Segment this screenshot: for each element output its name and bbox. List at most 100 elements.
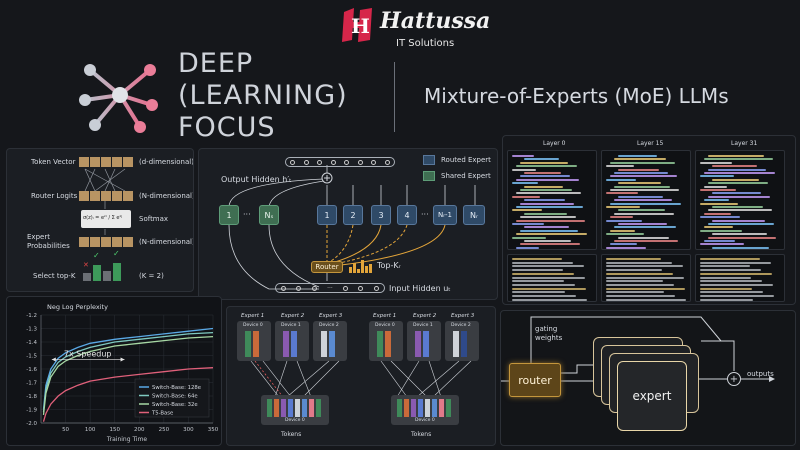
check-icon: ✓ (93, 251, 100, 260)
code-line (614, 185, 670, 188)
topk-histogram (349, 259, 373, 273)
code-line (700, 243, 744, 246)
chart-y-tick-label: -1.4 (26, 340, 37, 346)
check-icon: ✓ (113, 249, 120, 258)
code-line (614, 158, 666, 161)
layer-15-label: Layer 15 (637, 140, 664, 147)
code-line (512, 261, 573, 264)
code-line (704, 226, 733, 229)
topk-label: Top-Kᵣ (377, 261, 401, 270)
deep-learning-logo (70, 55, 165, 135)
right-tokens-label: Tokens (411, 431, 432, 438)
token-dim-label: (d-dimensional) (139, 158, 194, 166)
headline: Mixture-of-Experts (MoE) LLMs (424, 84, 729, 108)
code-line (516, 165, 577, 168)
gating-label-1: gating (535, 325, 558, 333)
left-expert-2-label: Expert 2 (281, 313, 305, 319)
code-line (704, 199, 729, 202)
sum-node: + (727, 372, 741, 386)
router-logits-label: Router Logits (31, 192, 78, 200)
chart-series-line (42, 335, 214, 415)
title-learning: (LEARNING) (178, 80, 348, 111)
token-vector-label: Token Vector (31, 158, 76, 166)
code-line (610, 202, 681, 205)
routed-expert-dots: ··· (421, 210, 429, 219)
router-block: router (509, 363, 561, 397)
select-topk-label: Select top-K (33, 272, 76, 280)
code-line (708, 195, 770, 198)
code-line (708, 155, 764, 157)
shared-expert-dots: ··· (243, 210, 251, 219)
expert-block: expert (617, 361, 687, 431)
code-line (524, 240, 571, 242)
router-connections (84, 168, 126, 235)
code-line (700, 175, 734, 178)
k-value-label: (K = 2) (139, 272, 164, 280)
routed-expert-2: 2 (343, 205, 363, 225)
flow-panel: inputs router gating weights expert + ou… (500, 310, 796, 446)
code-line (704, 172, 775, 174)
routed-expert-n: Nᵣ (463, 205, 485, 225)
code-line (700, 272, 772, 275)
code-line (618, 236, 669, 239)
code-line (512, 182, 538, 185)
chart-series-line (42, 331, 214, 413)
chart-x-axis-label: Training Time (106, 436, 148, 443)
chart-x-tick-label: 100 (85, 427, 96, 433)
left-device-2: Device 2 (313, 321, 347, 361)
code-line (618, 168, 659, 171)
code-line (524, 158, 559, 161)
chart-y-tick-label: -1.6 (26, 367, 37, 373)
code-line (606, 246, 646, 249)
code-line (618, 223, 667, 225)
speedup-arrow-head-left (51, 357, 56, 362)
code-line (512, 265, 584, 268)
code-output-column (695, 254, 785, 302)
code-line (516, 178, 579, 181)
code-line (606, 261, 672, 264)
code-line (512, 236, 546, 239)
code-line (606, 291, 664, 294)
code-line (606, 280, 663, 283)
code-line (700, 216, 740, 219)
code-line (700, 258, 760, 260)
perplexity-chart: Neg Log Perplexity-1.2-1.3-1.4-1.5-1.6-1… (26, 303, 218, 443)
code-column (695, 150, 785, 250)
code-line (524, 172, 561, 174)
code-line (712, 178, 759, 181)
code-line (712, 246, 769, 249)
code-line (606, 269, 662, 272)
title-deep: DEEP (178, 48, 254, 79)
code-line (512, 223, 544, 225)
code-line (700, 283, 773, 286)
speedup-arrow-head-right (120, 357, 125, 362)
code-line (614, 240, 678, 242)
chart-x-tick-label: 250 (159, 427, 170, 433)
devices-panel: Expert 1 Expert 2 Expert 3 Device 0 Devi… (226, 306, 496, 446)
right-token-device: Device 0 (391, 395, 459, 425)
softmax-formula-box: σ(z)ᵢ = eᶻⁱ / Σ eᶻʲ (81, 210, 131, 228)
chart-x-tick-label: 150 (109, 427, 120, 433)
chart-y-tick-label: -1.8 (26, 394, 37, 400)
right-device-1: Device 1 (407, 321, 441, 361)
code-line (614, 199, 672, 202)
router-logits-cells (79, 191, 133, 201)
code-line (520, 229, 578, 232)
code-line (512, 276, 585, 279)
code-line (512, 287, 586, 290)
code-line (516, 206, 583, 208)
code-line (606, 283, 674, 286)
left-device-0: Device 0 (237, 321, 271, 361)
code-line (606, 165, 634, 168)
input-hidden-vector: ··· (275, 283, 385, 293)
routed-expert-3: 3 (371, 205, 391, 225)
code-line (512, 209, 542, 212)
code-line (606, 192, 638, 195)
topk-bars: ✓ ✕ ✓ (83, 249, 129, 281)
brand-logo-letter: H (351, 14, 370, 38)
chart-legend-label: Switch-Base: 64e (152, 394, 198, 400)
code-line (512, 298, 587, 301)
code-line (610, 175, 677, 178)
code-line (606, 295, 675, 297)
code-line (708, 168, 766, 171)
